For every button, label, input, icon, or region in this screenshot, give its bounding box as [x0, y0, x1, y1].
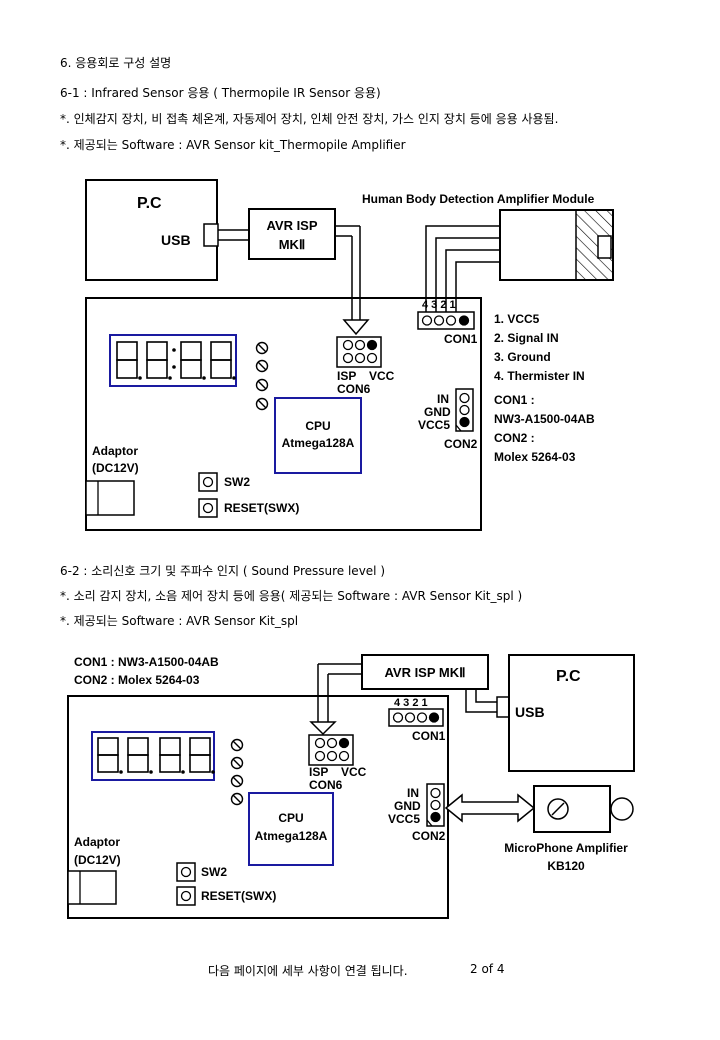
d2-con2-in-label: IN	[407, 786, 419, 800]
avr-isp-box	[248, 208, 336, 260]
microphone-amplifier-box	[533, 785, 611, 833]
d2-main-board	[67, 695, 449, 919]
subsection-2-heading: 6-2 : 소리신호 크기 및 주파수 인지 ( Sound Pressure …	[60, 564, 386, 578]
subsection-1-heading: 6-1 : Infrared Sensor 응용 ( Thermopile IR…	[60, 86, 381, 100]
d2-screw-icons	[230, 738, 244, 806]
reset-label: RESET(SWX)	[224, 501, 299, 515]
d2-con2-label: CON2	[412, 829, 446, 843]
footer-note: 다음 페이지에 세부 사항이 연결 됩니다.	[208, 964, 408, 978]
pin-list-2: 2. Signal IN	[494, 331, 559, 345]
cpu-box	[274, 397, 362, 474]
con1-label: CON1	[444, 332, 478, 346]
subsection-2-usage: *. 소리 감지 장치, 소음 제어 장치 등에 응용( 제공되는 Softwa…	[60, 589, 523, 603]
seven-segment-digits	[116, 341, 232, 379]
avr-isp-label: AVR ISP	[266, 218, 317, 233]
con2-in-label: IN	[437, 392, 449, 406]
cpu-label: CPU	[305, 419, 330, 433]
d2-reset-label: RESET(SWX)	[201, 889, 276, 903]
d2-adaptor-label: Adaptor	[74, 835, 120, 849]
mic-amp-model: KB120	[547, 859, 585, 873]
d2-isp-arrow	[309, 721, 337, 736]
d2-con2-gnd-label: GND	[394, 799, 421, 813]
usb-port	[203, 223, 219, 247]
con-note-2: NW3-A1500-04AB	[494, 412, 595, 426]
microphone-icon	[610, 797, 634, 821]
screw-icons	[255, 341, 269, 411]
d2-con1-note: CON1 : NW3-A1500-04AB	[74, 655, 219, 669]
pin-list-4: 4. Thermister IN	[494, 369, 585, 383]
con2-gnd-label: GND	[424, 405, 451, 419]
d2-vcc-pin-label: VCC	[341, 765, 367, 779]
con-note-1: CON1 :	[494, 393, 535, 407]
avr-isp-model: MKⅡ	[279, 237, 306, 252]
section-title: 6. 응용회로 구성 설명	[60, 56, 172, 70]
pin-list-1: 1. VCC5	[494, 312, 540, 326]
d2-adaptor-jack	[67, 870, 117, 905]
d2-cpu-model: Atmega128A	[255, 829, 328, 843]
usb-label: USB	[161, 232, 191, 248]
con6-label: CON6	[337, 382, 371, 396]
d2-con6-label: CON6	[309, 778, 343, 792]
d2-con1-connector	[388, 708, 444, 727]
con-note-4: Molex 5264-03	[494, 450, 576, 464]
adaptor-jack	[85, 480, 135, 516]
isp-pin-label: ISP	[337, 369, 356, 383]
seven-segment-display	[109, 334, 237, 387]
module-label: Human Body Detection Amplifier Module	[362, 192, 595, 206]
main-board	[85, 297, 482, 531]
d2-con2-vcc5-label: VCC5	[388, 812, 420, 826]
d2-pc-label: P.C	[556, 668, 581, 685]
d2-isp-pin-label: ISP	[309, 765, 328, 779]
pc-box	[85, 179, 218, 281]
cpu-model: Atmega128A	[282, 436, 355, 450]
d2-con1-label: CON1	[412, 729, 446, 743]
con2-vcc5-label: VCC5	[418, 418, 450, 432]
adaptor-voltage: (DC12V)	[92, 461, 139, 475]
con1-pin-numbers: 4 3 2 1	[422, 299, 456, 311]
d2-con2-note: CON2 : Molex 5264-03	[74, 673, 200, 687]
d2-avr-isp-label: AVR ISP MKⅡ	[384, 665, 465, 680]
d2-cpu-box	[248, 792, 334, 866]
vcc-pin-label: VCC	[369, 369, 395, 383]
mic-amp-label: MicroPhone Amplifier	[504, 841, 628, 855]
d2-sw2-label: SW2	[201, 865, 227, 879]
pin-list-3: 3. Ground	[494, 350, 551, 364]
d2-adaptor-voltage: (DC12V)	[74, 853, 121, 867]
con2-label: CON2	[444, 437, 478, 451]
con-note-3: CON2 :	[494, 431, 535, 445]
d2-avr-isp-box	[361, 654, 489, 690]
d2-cpu-label: CPU	[278, 811, 303, 825]
module-connector	[597, 235, 612, 259]
isp-arrow	[342, 319, 370, 336]
subsection-1-usage: *. 인체감지 장치, 비 접촉 체온계, 자동제어 장치, 인체 안전 장치,…	[60, 112, 559, 126]
d2-con1-pin-numbers: 4 3 2 1	[394, 697, 428, 709]
d2-seven-segment-display	[91, 731, 215, 781]
d2-usb-label: USB	[515, 704, 545, 720]
d2-pc-box	[508, 654, 635, 772]
d2-double-arrow	[444, 793, 536, 823]
page-number: 2 of 4	[470, 962, 505, 976]
adaptor-label: Adaptor	[92, 444, 138, 458]
pc-label: P.C	[137, 195, 162, 212]
sw2-label: SW2	[224, 475, 250, 489]
subsection-1-software: *. 제공되는 Software : AVR Sensor kit_Thermo…	[60, 138, 406, 152]
subsection-2-software: *. 제공되는 Software : AVR Sensor Kit_spl	[60, 614, 299, 628]
